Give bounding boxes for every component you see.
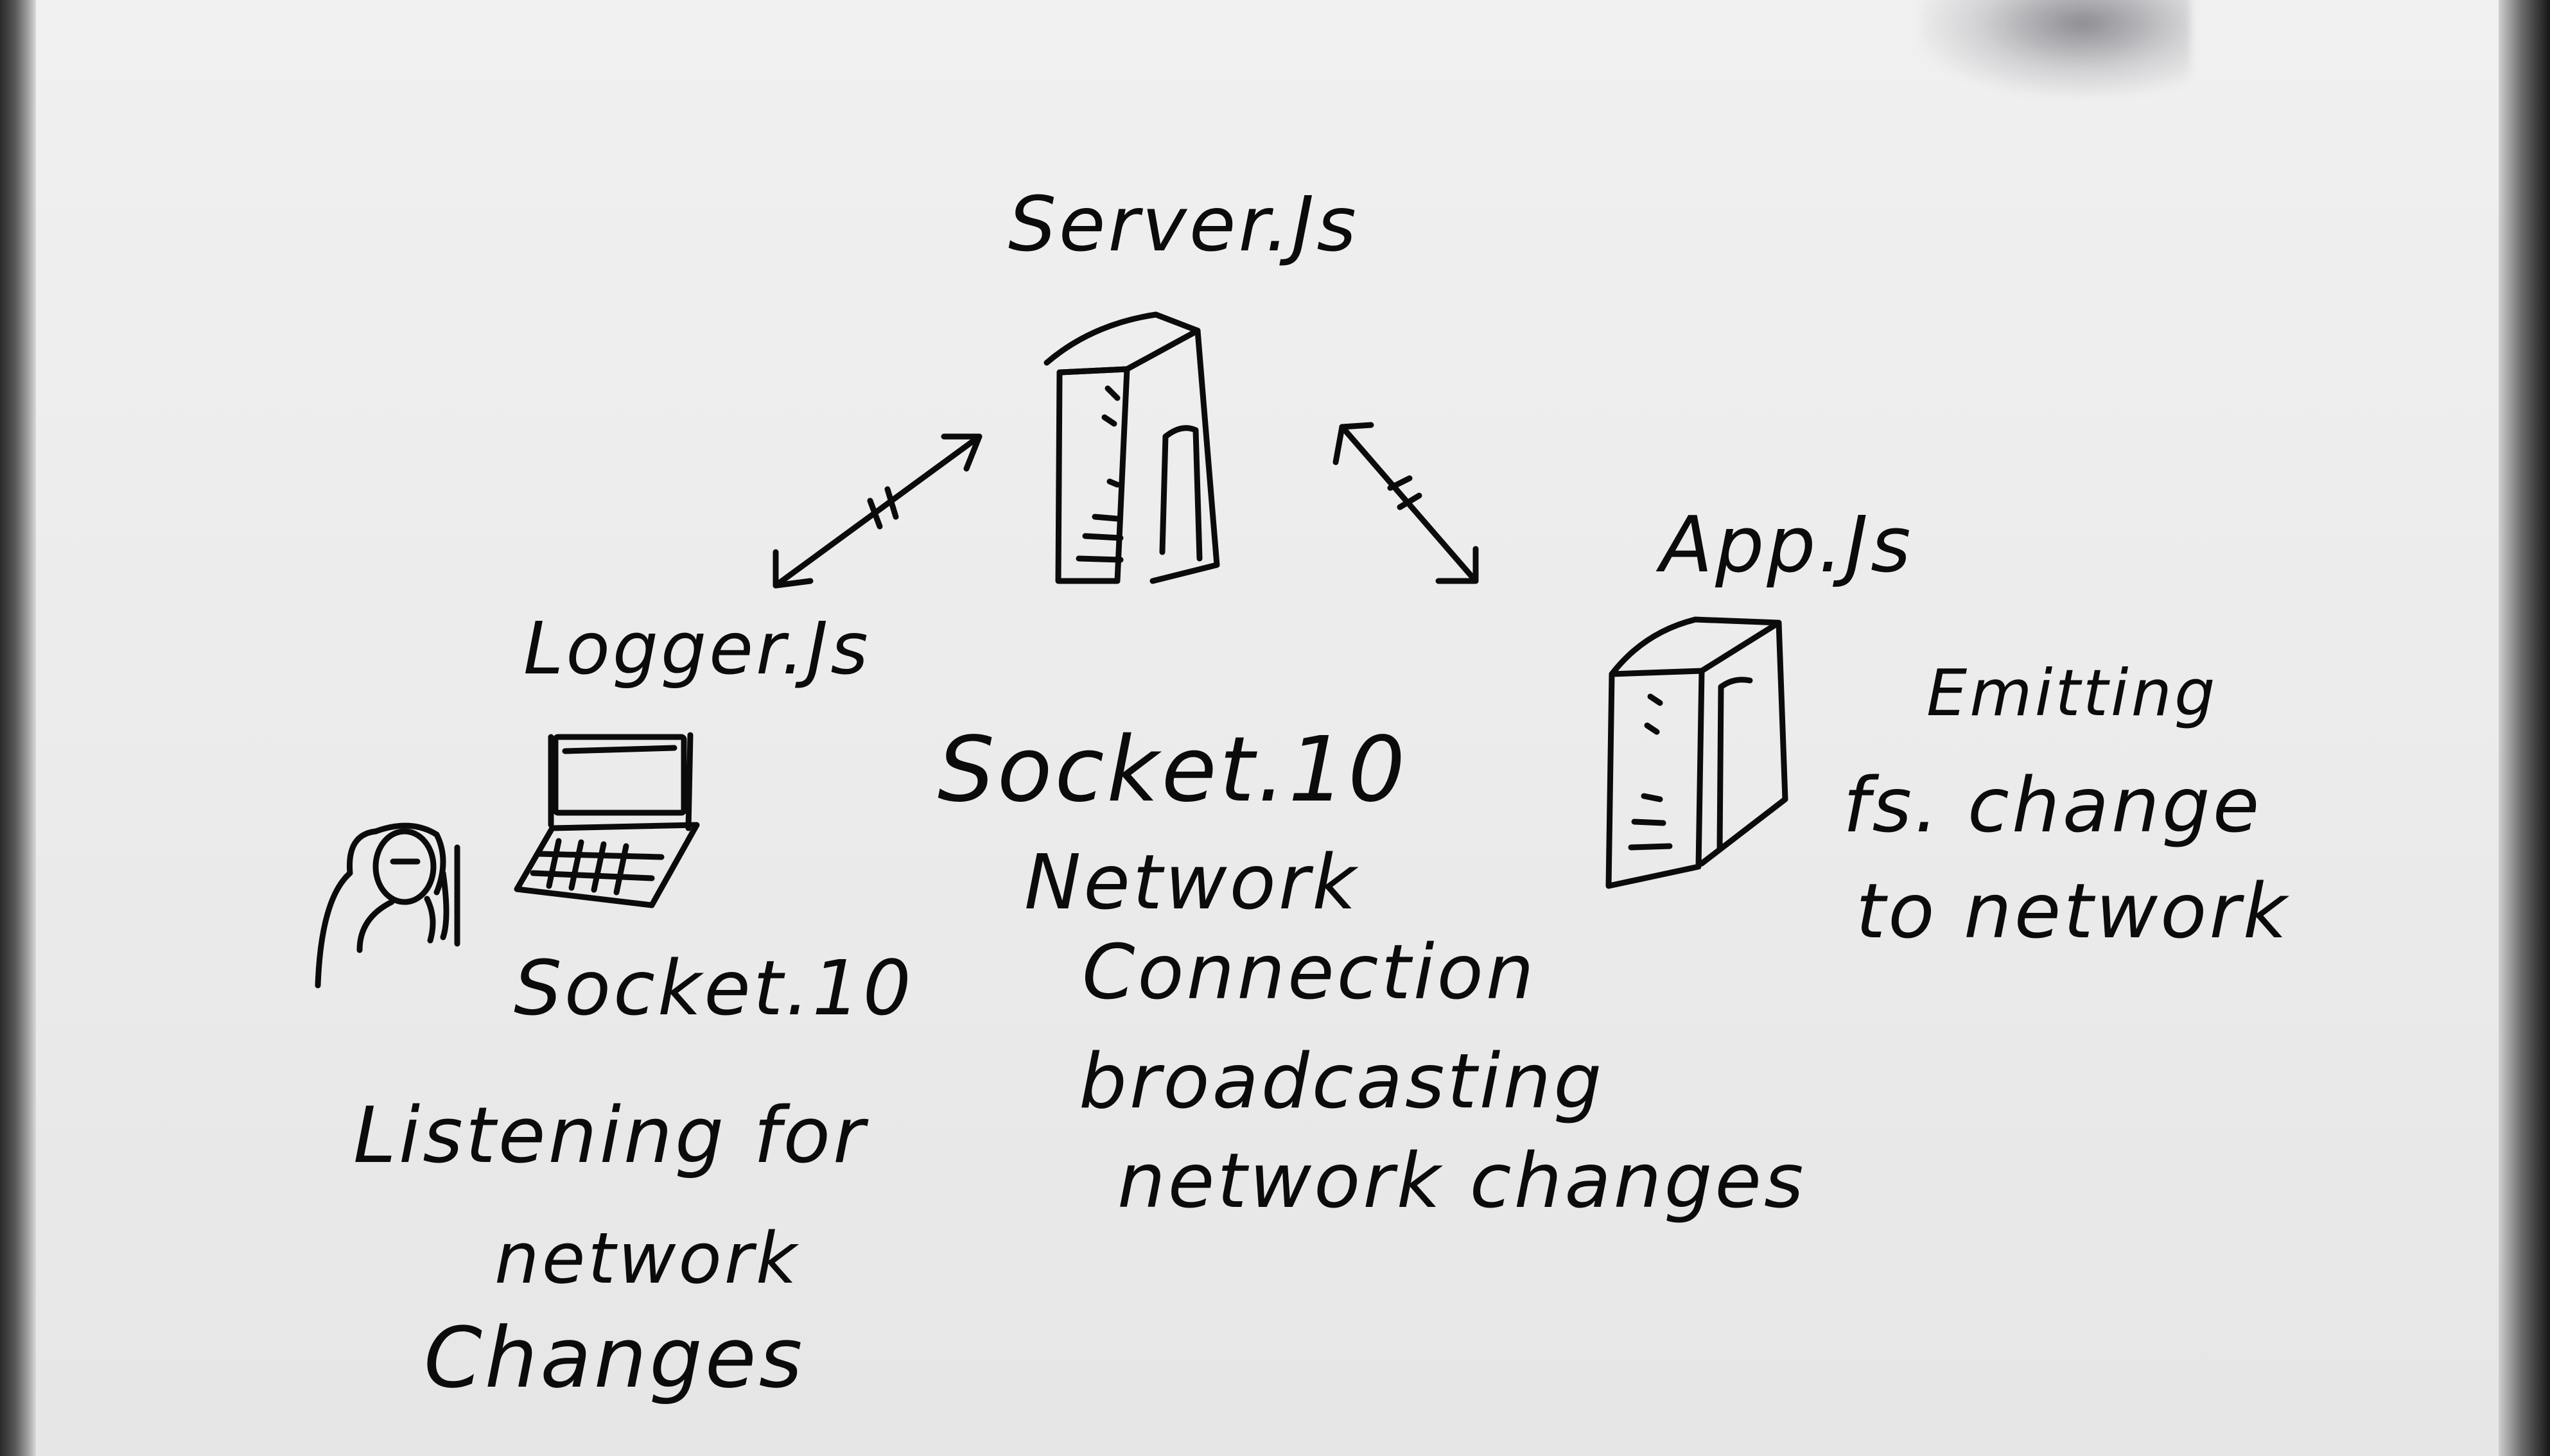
laptop-icon bbox=[514, 732, 700, 908]
app-text-line-2: fs. change bbox=[1843, 761, 2262, 849]
center-text-line-1: Socket.10 bbox=[938, 718, 1408, 822]
logger-text-line-1: Socket.10 bbox=[514, 944, 914, 1032]
person-icon bbox=[315, 822, 460, 989]
center-text-line-2: Network bbox=[1024, 838, 1359, 926]
center-text-line-3: Connection bbox=[1082, 928, 1537, 1016]
server-icon bbox=[1605, 616, 1788, 889]
whiteboard-frame-left bbox=[0, 0, 36, 1456]
logger-text-line-3: network bbox=[494, 1217, 799, 1299]
bidirectional-arrow-icon bbox=[773, 433, 982, 589]
board-smudge bbox=[1921, 0, 2190, 96]
app-label: App.Js bbox=[1660, 501, 1914, 590]
server-label: Server.Js bbox=[1008, 180, 1359, 268]
whiteboard-frame-right bbox=[2499, 0, 2550, 1456]
app-text-line-3: to network bbox=[1856, 867, 2290, 955]
logger-text-line-4: Changes bbox=[424, 1309, 805, 1407]
logger-label: Logger.Js bbox=[523, 607, 871, 691]
center-text-line-4: broadcasting bbox=[1079, 1037, 1605, 1125]
bidirectional-arrow-icon bbox=[1332, 422, 1479, 584]
center-text-line-5: network changes bbox=[1117, 1136, 1806, 1225]
server-icon bbox=[1044, 311, 1220, 584]
logger-text-line-2: Listening for bbox=[353, 1091, 868, 1181]
app-text-line-1: Emitting bbox=[1926, 655, 2218, 731]
